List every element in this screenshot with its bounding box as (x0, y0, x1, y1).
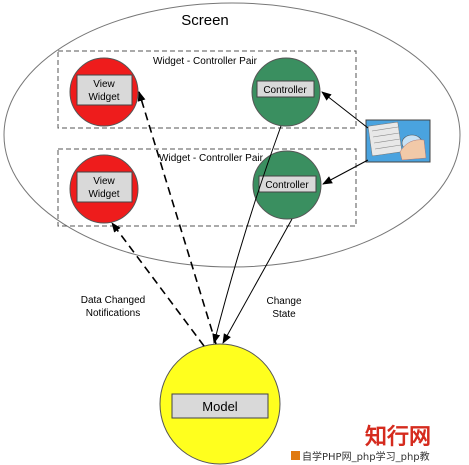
view-widget-1-label-box (76, 74, 133, 106)
arrow-controller-1-to-model (212, 125, 282, 344)
model-label-box (171, 393, 269, 419)
view-widget-2-label-line1: View (93, 176, 115, 187)
change-state-label-line1: Change (266, 296, 301, 307)
change-state-label-line2: State (272, 309, 296, 320)
controller-1-label: Controller (263, 85, 307, 96)
data-changed-label-line2: Notifications (86, 308, 140, 319)
pair-1-label: Widget - Controller Pair (153, 56, 258, 67)
model-label: Model (202, 399, 238, 414)
controller-2-label: Controller (265, 180, 309, 191)
view-widget-1-label-line1: View (93, 79, 115, 90)
keyboard-mouse-icon (365, 119, 431, 163)
data-changed-label-line1: Data Changed (81, 295, 146, 306)
arrow-controller-2-to-model (222, 218, 293, 344)
widget-controller-pair-1 (57, 50, 357, 129)
controller-1-label-box (256, 80, 315, 98)
arrow-model-to-view-widget-1 (137, 91, 217, 345)
view-widget-2-label-line2: Widget (88, 189, 119, 200)
widget-controller-pair-2 (57, 148, 357, 227)
watermark-caption: 自学PHP网_php学习_php教 (302, 450, 430, 463)
watermark-logo: 知行网 (365, 424, 431, 450)
view-widget-2-label-box (76, 171, 133, 203)
view-widget-1-label-line2: Widget (88, 92, 119, 103)
arrow-input-to-controller-1 (321, 91, 369, 129)
pair-2-label: Widget - Controller Pair (159, 153, 264, 164)
controller-2-label-box (258, 175, 317, 193)
watermark-caption-icon (291, 451, 300, 460)
screen-label: Screen (181, 12, 229, 29)
arrow-input-to-controller-2 (322, 159, 369, 185)
